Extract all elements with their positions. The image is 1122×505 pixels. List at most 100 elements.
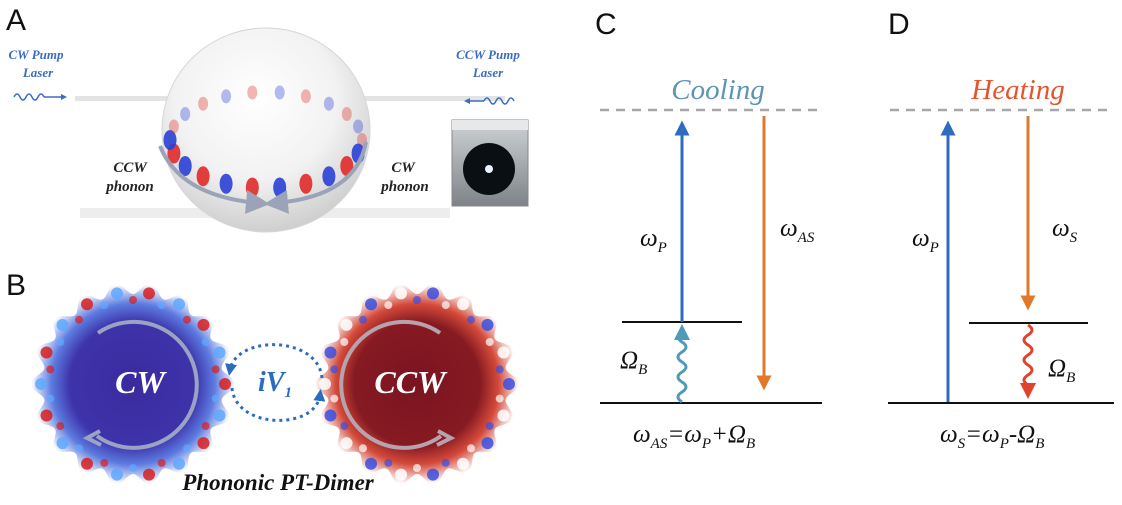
- disc-inner-lobe: [495, 394, 504, 403]
- pump-freq-label-d: ωP: [912, 225, 939, 256]
- disc-inner-lobe: [75, 315, 83, 324]
- disc-inner-lobe: [201, 422, 210, 430]
- ccw-phonon-arrow: [158, 145, 270, 214]
- disc-inner-lobe: [56, 338, 65, 346]
- panel-c: C Cooling ωP ωAS ΩB ωAS=ωP+ΩB: [595, 8, 822, 452]
- mode-lobe: [198, 96, 209, 111]
- disc-rim-lobe: [35, 378, 47, 390]
- disc-inner-lobe: [359, 315, 367, 324]
- ccw-mode-label: CCW: [374, 364, 448, 400]
- mode-lobe: [163, 130, 177, 150]
- disc-rim-lobe: [173, 298, 185, 311]
- coupling-label: iV1: [258, 367, 292, 401]
- ccw-circulation-arc: [339, 319, 443, 450]
- panel-letter-d: D: [888, 8, 910, 41]
- disc-rim-lobe: [213, 346, 226, 359]
- disc-rim-lobe: [481, 437, 494, 450]
- phonon-wave-d: [1022, 323, 1034, 387]
- panel-letter-c: C: [595, 8, 617, 41]
- cw-circulation-head: [82, 429, 102, 447]
- heating-title: Heating: [970, 74, 1064, 106]
- mode-lobe: [196, 166, 210, 187]
- disc-rim-lobe: [219, 378, 231, 390]
- disc-inner-lobe: [183, 444, 191, 453]
- inset-bright-spot: [485, 165, 493, 173]
- disc-rim-lobe: [427, 468, 439, 481]
- mode-lobe: [247, 85, 258, 100]
- disc-rim-lobe: [143, 468, 155, 481]
- cw-mode-label: CW: [115, 364, 167, 400]
- disc-rim-lobe: [56, 318, 69, 331]
- ccw-pump-wave: [483, 97, 515, 105]
- disc-inner-lobe: [340, 422, 349, 430]
- disc-rim-lobe: [365, 457, 377, 470]
- mode-lobe: [274, 85, 285, 100]
- disc-rim-lobe: [481, 318, 494, 331]
- mode-lobe: [340, 156, 354, 176]
- cw-pump-label-line2: Laser: [22, 65, 54, 80]
- disc-rim-lobe: [143, 287, 155, 300]
- cw-pump-wave: [13, 93, 45, 101]
- stokes-label-d: ωS: [1052, 215, 1078, 246]
- mode-lobe: [219, 173, 233, 194]
- disc-inner-lobe: [75, 444, 83, 453]
- mode-lobe: [299, 173, 313, 194]
- panel-letter-a: A: [6, 4, 26, 37]
- disc-inner-lobe: [183, 315, 191, 324]
- disc-rim-lobe: [111, 468, 123, 481]
- mode-lobe: [300, 89, 311, 104]
- disc-inner-lobe: [413, 296, 421, 304]
- panel-d: D Heating ωP ωS ΩB ωS=ωP-ΩB: [888, 8, 1114, 452]
- ccw-circulation-head: [436, 429, 456, 447]
- disc-inner-lobe: [485, 338, 494, 346]
- energy-equation-d: ωS=ωP-ΩB: [940, 421, 1044, 452]
- phonon-label-c: ΩB: [620, 347, 647, 378]
- phonon-label-d: ΩB: [1048, 355, 1075, 386]
- panel-a: A CW Pump Laser CCW Pump Laser CCW phono…: [6, 4, 529, 233]
- disc-inner-lobe: [201, 338, 210, 346]
- mode-lobe: [245, 177, 259, 198]
- cooling-title: Cooling: [671, 74, 764, 106]
- disc-rim-lobe: [197, 318, 210, 331]
- disc-inner-lobe: [330, 394, 339, 403]
- ccw-pump-label-line1: CCW Pump: [456, 47, 520, 62]
- disc-inner-lobe: [359, 444, 367, 453]
- mode-lobe: [273, 177, 287, 198]
- cw-phonon-label-line1: CW: [391, 160, 416, 176]
- disc-rim-lobe: [503, 378, 515, 390]
- disc-rim-lobe: [81, 457, 93, 470]
- disc-inner-lobe: [384, 458, 393, 467]
- disc-rim-lobe: [56, 437, 69, 450]
- disc-body: [31, 283, 235, 485]
- mode-lobe: [341, 107, 352, 121]
- disc-rim-lobe: [427, 287, 439, 300]
- disc-rim-lobe: [497, 409, 510, 422]
- cw-mode-disc: [31, 283, 235, 485]
- disc-inner-lobe: [495, 365, 504, 374]
- disc-rim-lobe: [81, 298, 93, 311]
- ccw-phonon-label-line1: CCW: [113, 160, 148, 176]
- disc-inner-lobe: [56, 422, 65, 430]
- disc-rim-lobe: [40, 346, 53, 359]
- mode-lobe: [180, 107, 191, 121]
- disc-rim-lobe: [213, 409, 226, 422]
- ccw-pump-label-line2: Laser: [472, 65, 504, 80]
- cw-circulation-arc: [95, 319, 199, 450]
- cw-phonon-label-line2: phonon: [379, 179, 429, 195]
- energy-equation-c: ωAS=ωP+ΩB: [633, 421, 755, 452]
- disc-inner-lobe: [100, 301, 109, 310]
- pump-freq-label-c: ωP: [640, 225, 667, 256]
- disc-inner-lobe: [467, 444, 475, 453]
- mode-lobe: [221, 89, 232, 104]
- disc-inner-lobe: [340, 338, 349, 346]
- disc-rim-lobe: [497, 346, 510, 359]
- disc-inner-lobe: [485, 422, 494, 430]
- cw-phonon-arrow: [264, 141, 368, 214]
- mode-lobe: [178, 156, 192, 176]
- disc-inner-lobe: [211, 394, 220, 403]
- mode-lobe: [353, 119, 364, 134]
- disc-rim-lobe: [340, 318, 353, 331]
- disc-rim-lobe: [319, 378, 331, 390]
- mode-lobe: [322, 166, 336, 187]
- mode-lobe: [168, 119, 179, 134]
